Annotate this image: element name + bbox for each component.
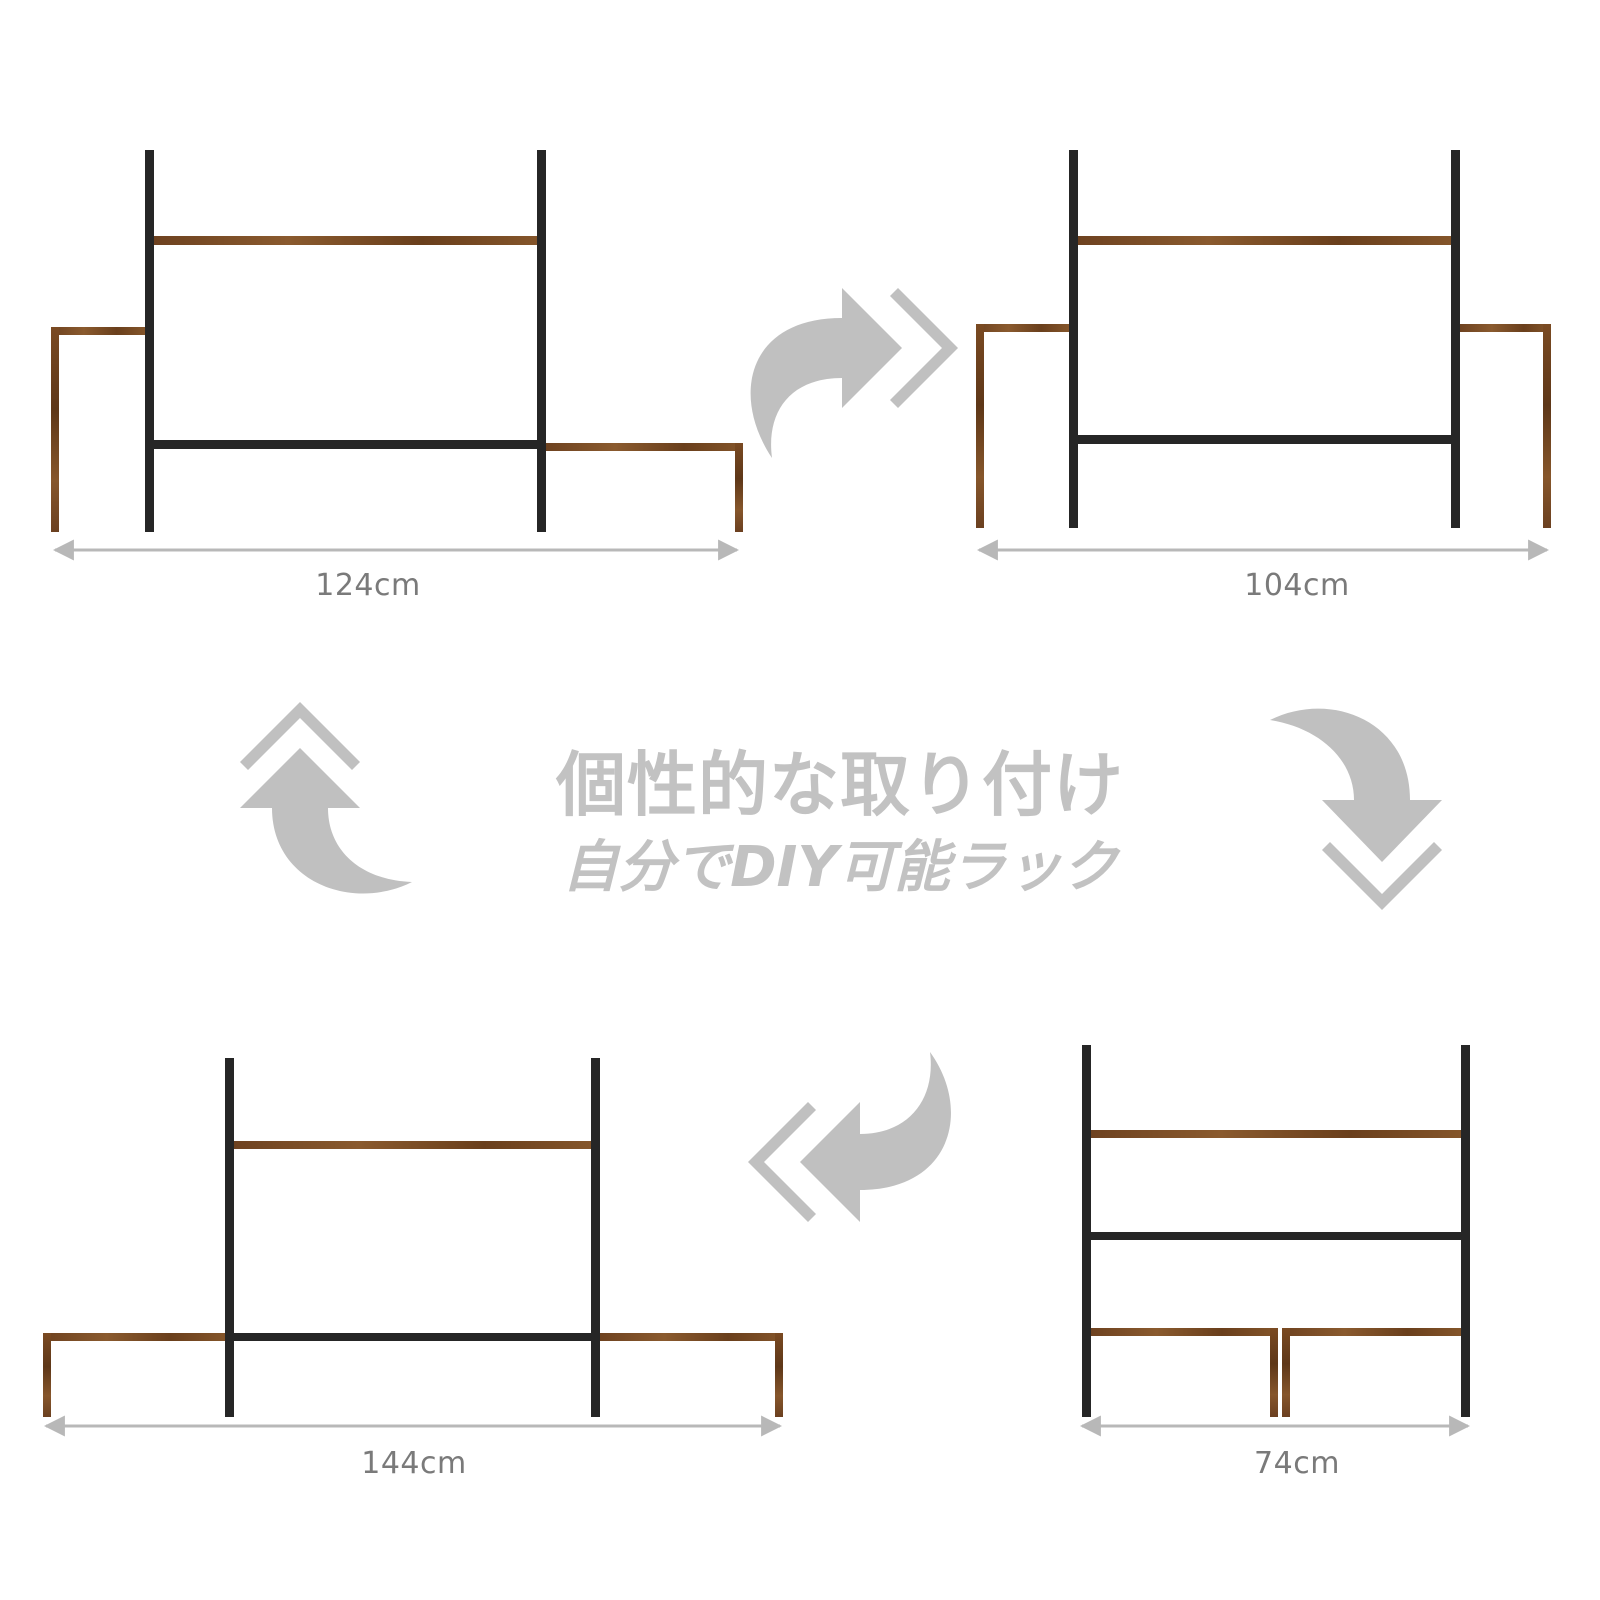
side-shelf-left xyxy=(976,324,1069,528)
curved-arrow-right-icon xyxy=(750,288,958,458)
width-label-74cm: 74cm xyxy=(1254,1446,1340,1481)
wood-shelf-top xyxy=(234,1141,591,1149)
curved-arrow-down-icon xyxy=(1270,708,1442,910)
curved-arrow-left-icon xyxy=(748,1052,951,1222)
side-shelf-inner-left xyxy=(1091,1328,1278,1417)
frame-bar-lower xyxy=(234,1333,591,1341)
frame-bar-middle xyxy=(1091,1232,1461,1240)
side-shelf-right xyxy=(600,1333,783,1417)
side-shelf-left xyxy=(51,327,145,532)
rack-config-144cm xyxy=(43,1058,783,1437)
frame-post-left xyxy=(145,150,154,532)
side-shelf-left xyxy=(43,1333,225,1417)
width-label-104cm: 104cm xyxy=(1244,568,1350,603)
curved-arrow-up-icon xyxy=(240,702,412,894)
headline-subtitle: 自分でDIY可能ラック xyxy=(562,835,1118,900)
width-label-124cm: 124cm xyxy=(315,568,421,603)
frame-post-right xyxy=(591,1058,600,1417)
frame-post-right xyxy=(1461,1045,1470,1417)
rack-config-104cm xyxy=(976,150,1551,561)
rack-config-124cm xyxy=(51,150,743,561)
frame-bar-lower xyxy=(1078,435,1451,444)
frame-post-right xyxy=(1451,150,1460,528)
width-label-144cm: 144cm xyxy=(361,1446,467,1481)
rack-config-74cm xyxy=(1079,1045,1471,1437)
side-shelf-inner-right xyxy=(1282,1328,1461,1417)
frame-post-left xyxy=(1069,150,1078,528)
wood-shelf-top xyxy=(1091,1130,1461,1138)
side-shelf-right xyxy=(1460,324,1551,528)
wood-shelf-top xyxy=(1078,236,1451,245)
frame-post-left xyxy=(225,1058,234,1417)
frame-post-left xyxy=(1082,1045,1091,1417)
headline-title: 個性的な取り付け xyxy=(556,744,1124,826)
side-shelf-right xyxy=(546,443,743,532)
frame-bar-lower xyxy=(154,440,537,449)
wood-shelf-top xyxy=(154,236,537,245)
frame-post-right xyxy=(537,150,546,532)
